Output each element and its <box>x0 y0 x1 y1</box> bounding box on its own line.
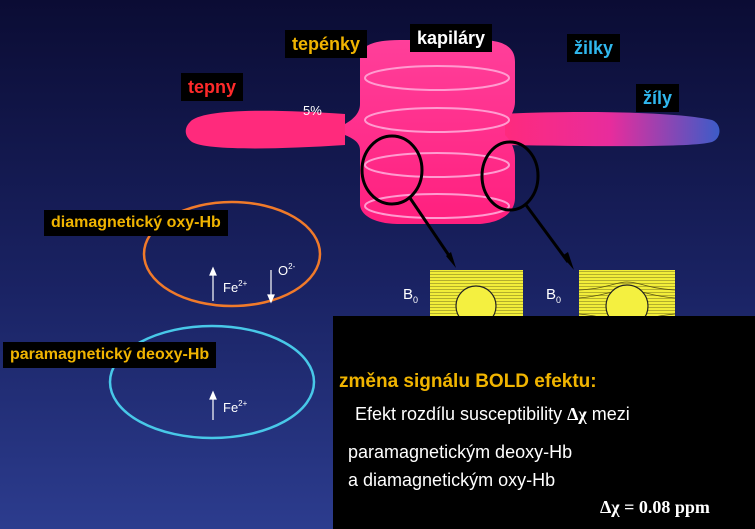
oxy-hb-ellipse <box>142 200 322 308</box>
vein-tube <box>500 112 720 147</box>
fe-ion-oxy: Fe2+ <box>223 279 248 295</box>
blood-vessel-tube <box>185 110 345 149</box>
bold-heading: změna signálu BOLD efektu: <box>339 371 597 392</box>
oxygen-ion: O2- <box>278 262 296 278</box>
b0-label-right: B0 <box>546 286 562 305</box>
deoxy-hb-ellipse <box>108 324 316 440</box>
magnifier-right <box>480 140 574 270</box>
label-tepenky: tepénky <box>285 30 368 58</box>
label-zily: žíly <box>636 84 680 112</box>
label-zilky: žilky <box>567 34 621 62</box>
electron-arrows <box>209 266 275 420</box>
magnifier-left <box>360 134 456 268</box>
label-deoxy-hb: paramagnetický deoxy-Hb <box>3 342 217 368</box>
susceptibility-formula: Δχ = 0.08 ppm <box>600 497 710 517</box>
capillary-rings <box>364 65 510 219</box>
b0-label-left: B0 <box>403 286 419 305</box>
label-kapilary: kapiláry <box>410 24 493 52</box>
label-tepny: tepny <box>181 73 244 101</box>
label-oxy-hb: diamagnetický oxy-Hb <box>44 210 228 236</box>
explanation-line-2: paramagnetickým deoxy-Hb <box>348 442 573 462</box>
explanation-line-1: Efekt rozdílu susceptibility Δχ mezi <box>355 404 630 424</box>
bold-explanation-box <box>333 316 755 529</box>
explanation-line-3: a diamagnetickým oxy-Hb <box>348 470 556 490</box>
label-percent: 5% <box>303 103 322 118</box>
fe-ion-deoxy: Fe2+ <box>223 399 248 415</box>
